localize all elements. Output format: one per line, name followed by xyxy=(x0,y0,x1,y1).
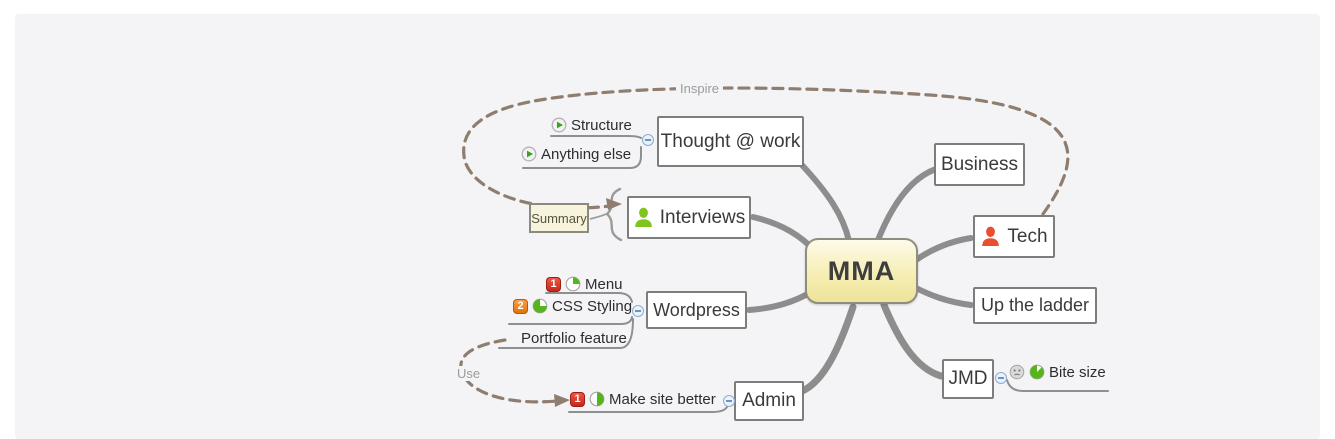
task-three-quarter-pie-icon xyxy=(532,298,548,314)
subtopic-portfolio-feature[interactable]: Portfolio feature xyxy=(521,329,627,347)
topic-label: Interviews xyxy=(659,206,746,228)
task-start-play-icon xyxy=(521,146,537,162)
subline-make-site-better xyxy=(568,406,728,413)
topic-label: JMD xyxy=(948,368,988,389)
relationship-inspire-line[interactable] xyxy=(462,86,1070,216)
subtopic-label: Bite size xyxy=(1049,363,1106,381)
subtopic-structure[interactable]: Structure xyxy=(551,116,632,134)
topic-interviews[interactable]: Interviews xyxy=(627,196,751,239)
collapse-toggle-admin[interactable] xyxy=(723,395,735,407)
subtopic-label: CSS Styling xyxy=(552,297,633,315)
subline-css-styling xyxy=(508,316,633,325)
branch-wordpress xyxy=(746,288,816,313)
collapse-toggle-wordpress[interactable] xyxy=(632,305,644,317)
inspire-arrowhead xyxy=(606,198,622,210)
callout-brace xyxy=(605,187,623,242)
subline-structure xyxy=(550,135,642,139)
subtopic-label: Menu xyxy=(585,275,623,293)
branch-jmd xyxy=(880,301,945,380)
topic-wordpress[interactable]: Wordpress xyxy=(646,291,747,329)
subline-bite-size xyxy=(1006,379,1109,392)
topic-label: Admin xyxy=(742,390,796,411)
topic-business[interactable]: Business xyxy=(934,143,1025,186)
topic-label: Tech xyxy=(1007,225,1048,247)
priority-1-badge: 1 xyxy=(570,391,585,407)
subtopic-bite-size[interactable]: Bite size xyxy=(1009,363,1106,381)
root-topic-label: MMA xyxy=(827,255,896,286)
callout-summary[interactable]: Summary xyxy=(529,203,589,233)
subtopic-label: Anything else xyxy=(541,145,632,163)
branch-admin xyxy=(796,303,857,396)
root-topic-mma[interactable]: MMA xyxy=(805,238,918,304)
task-start-play-icon xyxy=(551,117,567,133)
subtopic-label: Make site better xyxy=(609,390,716,408)
subtopic-make-site-better[interactable]: 1 Make site better xyxy=(570,390,716,408)
use-arrowhead xyxy=(554,394,570,407)
callout-label: Summary xyxy=(531,210,587,226)
smiley-gray-icon xyxy=(1009,364,1025,380)
task-half-pie-icon xyxy=(589,391,605,407)
relationship-label-use[interactable]: Use xyxy=(453,366,485,381)
topic-jmd[interactable]: JMD xyxy=(942,359,994,399)
branch-thought xyxy=(798,161,852,244)
person-red-icon xyxy=(980,226,1001,247)
subtopic-label: Portfolio feature xyxy=(521,329,627,347)
collapse-toggle-jmd[interactable] xyxy=(995,372,1007,384)
subline-menu xyxy=(545,292,633,303)
collapse-toggle-thought[interactable] xyxy=(642,134,654,146)
topic-label: Wordpress xyxy=(653,299,740,320)
subtopic-menu[interactable]: 1 Menu xyxy=(546,275,623,293)
priority-1-badge: 1 xyxy=(546,276,561,292)
topic-tech[interactable]: Tech xyxy=(973,215,1055,258)
subline-portfolio-feature xyxy=(498,318,634,349)
branch-up-the-ladder xyxy=(913,285,974,308)
topic-admin[interactable]: Admin xyxy=(734,381,804,421)
callout-connector xyxy=(589,213,607,220)
branch-business xyxy=(875,166,939,243)
task-quarter-pie-icon xyxy=(565,276,581,292)
person-green-icon xyxy=(633,207,654,228)
relationship-label-inspire[interactable]: Inspire xyxy=(676,81,724,96)
topic-thought-at-work[interactable]: Thought @ work xyxy=(657,116,804,167)
task-seven-eighths-pie-icon xyxy=(1029,364,1045,380)
subtopic-css-styling[interactable]: 2 CSS Styling xyxy=(513,297,632,315)
topic-label: Up the ladder xyxy=(980,295,1090,315)
subtopic-label: Structure xyxy=(571,116,632,134)
priority-2-badge: 2 xyxy=(513,298,528,314)
topic-up-the-ladder[interactable]: Up the ladder xyxy=(973,287,1097,324)
branch-tech xyxy=(913,235,974,263)
topic-label: Thought @ work xyxy=(660,130,801,152)
subline-anything-else xyxy=(522,146,642,169)
topic-label: Business xyxy=(940,153,1019,175)
subtopic-anything-else[interactable]: Anything else xyxy=(521,145,631,163)
